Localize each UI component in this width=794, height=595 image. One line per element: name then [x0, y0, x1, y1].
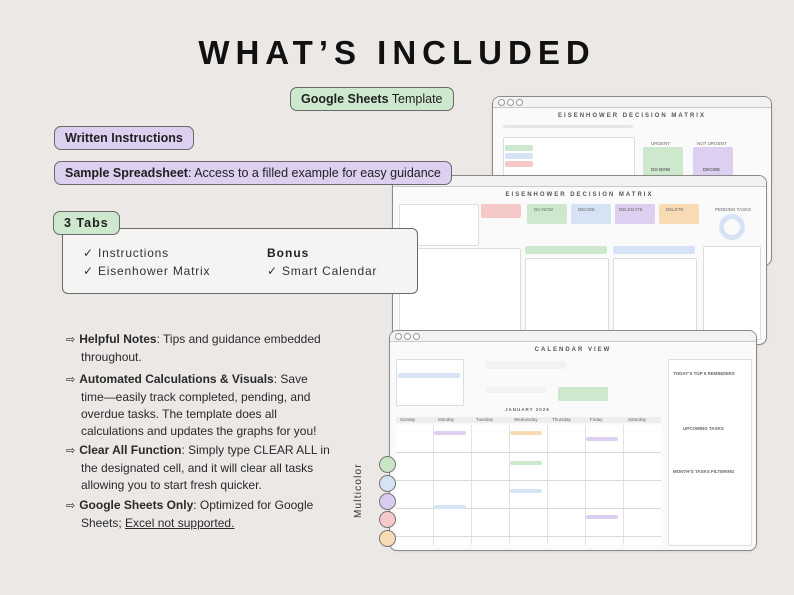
label-decide: DECIDE	[578, 207, 596, 212]
swatch-purple	[379, 493, 396, 510]
weekday-sun: Sunday	[400, 417, 416, 422]
screenshot-title: EISENHOWER DECISION MATRIX	[558, 113, 706, 119]
multicolor-label: Multicolor	[353, 463, 364, 518]
page-title: WHAT’S INCLUDED	[198, 34, 596, 71]
upcoming-title: UPCOMING TASKS	[683, 426, 724, 431]
label-delegate: DELEGATE	[619, 207, 643, 212]
arrow-icon: ⇨	[66, 445, 76, 457]
filtering-title: MONTH'S TASKS FILTERING	[673, 469, 735, 474]
feature-clear-all: ⇨Clear All Function: Simply type CLEAR A…	[66, 443, 330, 492]
screenshot-title: EISENHOWER DECISION MATRIX	[505, 192, 654, 198]
label-delete: DELETE	[666, 207, 684, 212]
weekday-fri: Friday	[590, 417, 603, 422]
label-pending: PENDING TASKS	[715, 207, 752, 212]
label-not-urgent: NOT URGENT	[697, 141, 727, 146]
swatch-pink	[379, 511, 396, 528]
tabs-pill: 3 Tabs	[53, 211, 120, 235]
eisenhower-screenshot-mid: EISENHOWER DECISION MATRIX DO NOW DECIDE…	[392, 175, 767, 345]
tab-eisenhower-matrix: ✓ Eisenhower Matrix	[83, 264, 211, 278]
weekday-tue: Tuesday	[476, 417, 494, 422]
screenshot-title: CALENDAR VIEW	[534, 347, 612, 353]
arrow-icon: ⇨	[66, 374, 76, 386]
excel-not-supported: Excel not supported.	[125, 516, 235, 530]
label-decide: DECIDE	[703, 167, 721, 172]
swatch-orange	[379, 530, 396, 547]
label-do-now: DO NOW	[534, 207, 553, 212]
weekday-thu: Thursday	[552, 417, 571, 422]
label-urgent: URGENT	[651, 141, 670, 146]
label-do-now: DO NOW	[651, 167, 670, 172]
sample-spreadsheet-pill: Sample Spreadsheet: Access to a filled e…	[54, 161, 452, 185]
weekday-mon: Monday	[438, 417, 455, 422]
written-instructions-pill: Written Instructions	[54, 126, 194, 150]
feature-helpful-notes: ⇨Helpful Notes: Tips and guidance embedd…	[66, 332, 321, 364]
weekday-sat: Saturday	[628, 417, 647, 422]
google-sheets-pill: Google Sheets Template	[290, 87, 454, 111]
swatch-green	[379, 456, 396, 473]
feature-google-sheets-only: ⇨Google Sheets Only: Optimized for Googl…	[66, 498, 314, 530]
arrow-icon: ⇨	[66, 500, 76, 512]
calendar-screenshot: CALENDAR VIEW JANUARY 2025 Sunday Monday…	[389, 330, 757, 551]
reminders-title: TODAY'S TOP 5 REMINDERS	[673, 371, 735, 376]
tab-smart-calendar: ✓ Smart Calendar	[267, 264, 378, 278]
calendar-month: JANUARY 2025	[505, 407, 550, 412]
feature-automated-calculations: ⇨Automated Calculations & Visuals: Save …	[66, 372, 317, 438]
tabs-box: ✓ Instructions ✓ Eisenhower Matrix Bonus…	[62, 228, 418, 294]
weekday-wed: Wednesday	[514, 417, 538, 422]
swatch-blue	[379, 475, 396, 492]
tab-instructions: ✓ Instructions	[83, 246, 169, 260]
arrow-icon: ⇨	[66, 334, 76, 346]
bonus-label: Bonus	[267, 246, 310, 260]
